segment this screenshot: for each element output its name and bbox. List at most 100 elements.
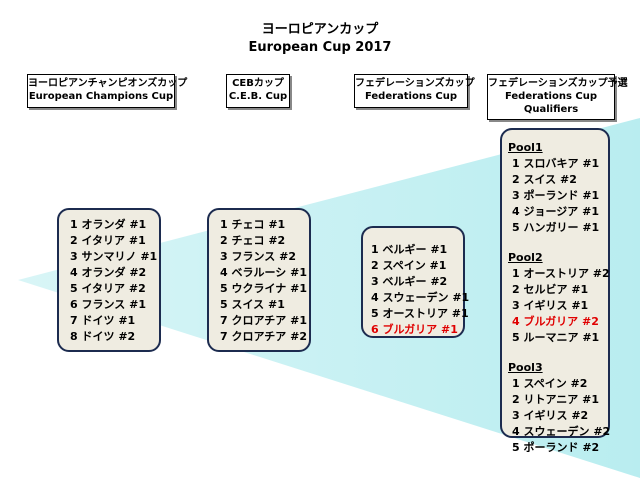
title-en: European Cup 2017 xyxy=(248,40,392,55)
header-champions-cup-jp: ヨーロピアンチャンピオンズカップ xyxy=(28,78,188,89)
header-federations-cup-en: Federations Cup xyxy=(364,91,458,102)
ranking-number: 2 xyxy=(512,393,520,406)
ranking-item: 2 イタリア #1 xyxy=(70,233,159,249)
team-name: フランス #2 xyxy=(231,250,296,263)
team-name: スウェーデン #1 xyxy=(382,291,470,304)
ranking-number: 4 xyxy=(512,205,520,218)
header-champions-cup: ヨーロピアンチャンピオンズカップ European Champions Cup xyxy=(27,74,188,108)
ranking-number: 5 xyxy=(512,441,520,454)
ranking-number: 2 xyxy=(220,234,228,247)
ranking-number: 4 xyxy=(70,266,78,279)
team-name: チェコ #2 xyxy=(231,234,286,247)
ranking-number: 4 xyxy=(512,315,520,328)
team-name: ベラルーシ #1 xyxy=(231,266,307,279)
ranking-number: 5 xyxy=(371,307,379,320)
ranking-number: 1 xyxy=(70,218,78,231)
ranking-number: 3 xyxy=(371,275,379,288)
ranking-item: 5 オーストリア #1 xyxy=(371,306,469,322)
team-name: チェコ #1 xyxy=(231,218,286,231)
ranking-item: 3 ポーランド #1 xyxy=(512,188,608,204)
team-name: イギリス #2 xyxy=(523,409,589,422)
header-federations-qualifiers: フェデレーションズカップ予選 Federations Cup Qualifier… xyxy=(487,74,628,120)
ranking-number: 4 xyxy=(512,425,520,438)
team-name: オーストリア #2 xyxy=(523,267,610,280)
ranking-number: 7 xyxy=(220,314,228,327)
ranking-item: 4 スウェーデン #2 xyxy=(512,424,611,440)
ranking-number: 4 xyxy=(220,266,228,279)
ranking-item: 1 ベルギー #1 xyxy=(371,242,463,258)
header-federations-cup-jp: フェデレーションズカップ xyxy=(355,78,475,89)
ranking-item: 7 クロアチア #2 xyxy=(220,329,309,345)
team-name: オランダ #1 xyxy=(81,218,147,231)
ranking-number: 4 xyxy=(371,291,379,304)
ranking-number: 7 xyxy=(70,314,78,327)
team-name: ハンガリー #1 xyxy=(523,221,600,234)
pool-title: Pool2 xyxy=(508,251,543,264)
ranking-number: 5 xyxy=(512,331,520,344)
team-name: ベルギー #2 xyxy=(382,275,448,288)
ranking-number: 6 xyxy=(371,323,379,336)
title-jp: ヨーロピアンカップ xyxy=(261,22,379,37)
team-name: ポーランド #1 xyxy=(523,189,600,202)
pool-title: Pool3 xyxy=(508,361,543,374)
ranking-item: 2 チェコ #2 xyxy=(220,233,309,249)
ranking-item: 2 スイス #2 xyxy=(512,172,608,188)
ranking-item: 4 オランダ #2 xyxy=(70,265,159,281)
header-ceb-cup-jp: CEBカップ xyxy=(232,78,284,89)
ranking-number: 2 xyxy=(70,234,78,247)
team-name: ドイツ #2 xyxy=(81,330,136,343)
ranking-number: 7 xyxy=(220,330,228,343)
ranking-item: 3 ベルギー #2 xyxy=(371,274,463,290)
ranking-number: 3 xyxy=(70,250,78,263)
ranking-item: 5 イタリア #2 xyxy=(70,281,159,297)
team-name: スイス #1 xyxy=(231,298,285,311)
ranking-item: 6 ブルガリア #1 xyxy=(371,322,463,338)
team-name: ジョージア #1 xyxy=(523,205,599,218)
ranking-item: 6 フランス #1 xyxy=(70,297,159,313)
ranking-number: 5 xyxy=(220,298,228,311)
team-name: ベルギー #1 xyxy=(382,243,448,256)
team-name: スロバキア #1 xyxy=(523,157,600,170)
ranking-item: 1 スロバキア #1 xyxy=(512,156,608,172)
ranking-number: 3 xyxy=(512,299,520,312)
header-federations-qualifiers-jp: フェデレーションズカップ予選 xyxy=(488,78,628,89)
team-name: スペイン #1 xyxy=(382,259,447,272)
ranking-item: 2 リトアニア #1 xyxy=(512,392,608,408)
team-name: スウェーデン #2 xyxy=(523,425,611,438)
ranking-item: 1 オーストリア #2 xyxy=(512,266,610,282)
header-ceb-cup-en: C.E.B. Cup xyxy=(228,91,288,102)
ranking-item: 4 ベラルーシ #1 xyxy=(220,265,309,281)
ranking-number: 2 xyxy=(512,283,520,296)
team-name: リトアニア #1 xyxy=(523,393,599,406)
ranking-number: 1 xyxy=(512,377,520,390)
ranking-item: 4 ジョージア #1 xyxy=(512,204,608,220)
ranking-item: 2 スペイン #1 xyxy=(371,258,463,274)
ranking-number: 1 xyxy=(220,218,228,231)
ranking-item: 5 スイス #1 xyxy=(220,297,309,313)
header-federations-cup: フェデレーションズカップ Federations Cup xyxy=(354,74,475,108)
team-name: イタリア #2 xyxy=(81,282,146,295)
ranking-number: 3 xyxy=(512,409,520,422)
ranking-number: 5 xyxy=(220,282,228,295)
ranking-item: 7 クロアチア #1 xyxy=(220,313,309,329)
team-name: イギリス #1 xyxy=(523,299,589,312)
team-name: オランダ #2 xyxy=(81,266,147,279)
ranking-item: 1 チェコ #1 xyxy=(220,217,309,233)
ranking-item: 2 セルビア #1 xyxy=(512,282,608,298)
ranking-number: 1 xyxy=(512,157,520,170)
team-name: イタリア #1 xyxy=(81,234,146,247)
ranking-item: 3 サンマリノ #1 xyxy=(70,249,159,265)
ranking-item: 8 ドイツ #2 xyxy=(70,329,159,345)
pool-title: Pool1 xyxy=(508,141,543,154)
header-federations-qualifiers-en2: Qualifiers xyxy=(523,104,579,115)
